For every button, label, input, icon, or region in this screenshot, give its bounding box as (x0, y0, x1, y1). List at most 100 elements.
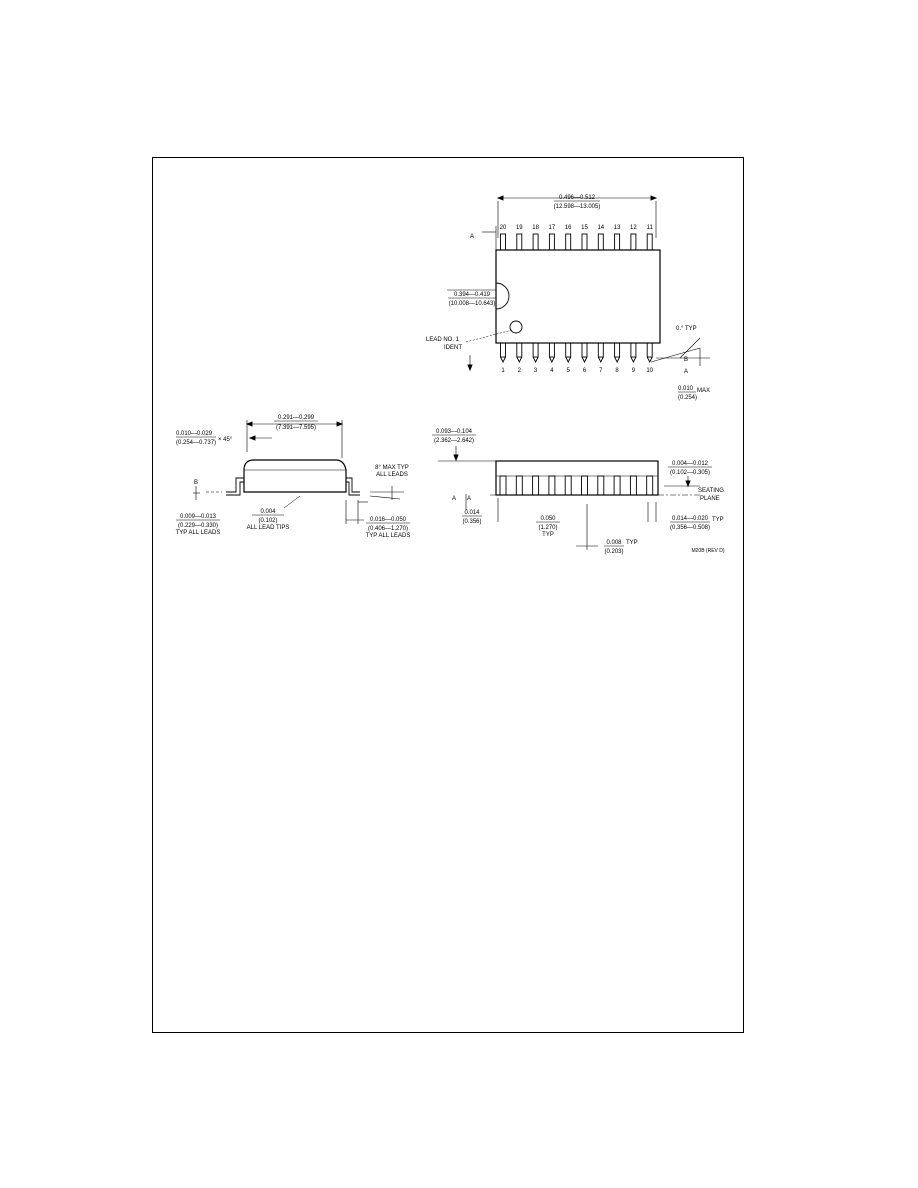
front-standoff-mm: (0.102—0.305) (670, 470, 710, 476)
top-pin-label: 12 (630, 225, 637, 231)
side-chamfer-mm: (0.254—0.737) (176, 440, 216, 446)
top-pin (548, 233, 555, 251)
front-standoff-in: 0.004—0.012 (672, 461, 709, 467)
bottom-pin-label: 5 (567, 368, 571, 374)
package-body-top (495, 249, 661, 344)
bottom-pin-tip (532, 356, 539, 364)
bottom-pin-label: 1 (501, 368, 505, 374)
bottom-pin (532, 342, 539, 358)
front-leads (499, 475, 654, 496)
top-width-dim-mm: (12.598—13.005) (554, 204, 601, 210)
bottom-pin (565, 342, 572, 358)
front-lead-w-mm: (0.356—0.508) (670, 525, 710, 531)
drawing-number: M20B (REV D) (691, 548, 724, 554)
bottom-pin-label: 7 (599, 368, 603, 374)
side-lead-tips-note: ALL LEAD TIPS (247, 525, 290, 531)
top-width-dim-in: 0.496—0.512 (559, 195, 596, 201)
top-pin (630, 233, 637, 251)
side-lead-len-note: TYP ALL LEADS (366, 533, 411, 539)
side-lead-tips-in: 0.004 (260, 509, 276, 515)
bottom-pin (630, 342, 637, 358)
front-lead (629, 475, 637, 496)
front-lead-t-in: 0.008 (606, 540, 622, 546)
side-chamfer-angle: × 45° (218, 437, 233, 443)
top-pin-label: 20 (500, 225, 507, 231)
bottom-pin-tip (597, 356, 604, 364)
bottom-pin (597, 342, 604, 358)
package-body-front (495, 460, 659, 496)
bottom-pins (500, 342, 653, 364)
top-pin (532, 233, 539, 251)
top-pin (597, 233, 604, 251)
bottom-pin (500, 342, 506, 358)
bottom-pin-tip (646, 356, 653, 364)
side-lead-len-in: 0.016—0.050 (370, 517, 407, 523)
top-body-dim-mm: (10.008—10.643) (449, 301, 496, 307)
front-view (438, 446, 700, 550)
front-lead-t-note: TYP (626, 540, 638, 546)
top-pin-label: 14 (597, 225, 604, 231)
side-width-dim-in: 0.291—0.299 (278, 415, 315, 421)
front-lead (564, 475, 572, 496)
side-bottom-dim-in: 0.009—0.013 (180, 514, 217, 520)
drawing-frame (152, 157, 744, 1033)
top-pin (565, 233, 572, 251)
bottom-pin-tip (500, 356, 506, 364)
top-pins (500, 233, 653, 251)
front-pitch-note: TYP (542, 532, 554, 538)
top-pin (581, 233, 588, 251)
top-pin-label: 18 (532, 225, 539, 231)
side-chamfer-in: 0.010—0.029 (176, 431, 213, 437)
top-max-dim-in: 0.010 (678, 386, 694, 392)
front-pitch-in: 0.050 (540, 516, 556, 522)
side-ref-b: B (194, 480, 198, 486)
front-lead-t-mm: (0.203) (604, 549, 623, 555)
front-lead-w-note: TYP (712, 517, 724, 523)
pin1-ident-line2: IDENT (444, 345, 462, 351)
top-pin (614, 233, 621, 251)
bottom-pin (614, 342, 621, 358)
front-lead-w-in: 0.014—0.020 (672, 516, 709, 522)
front-seating-line1: SEATING (698, 488, 724, 494)
bottom-pin-label: 6 (583, 368, 587, 374)
pin1-dot (509, 320, 523, 334)
side-bottom-dim-note: TYP ALL LEADS (176, 530, 221, 536)
front-height-dim-mm: (2.362—2.642) (434, 438, 474, 444)
top-ref-a: A (470, 234, 474, 240)
side-width-dim-mm: (7.391—7.595) (276, 425, 316, 431)
side-lead-len-mm: (0.406—1.270) (368, 526, 408, 532)
front-dim-min-in: 0.014 (464, 510, 480, 516)
bottom-pin-tip (516, 356, 523, 364)
side-max-angle-line1: 8° MAX TYP (375, 465, 409, 471)
front-lead (597, 475, 605, 496)
bottom-pin-label: 8 (615, 368, 619, 374)
top-pin-label: 13 (614, 225, 621, 231)
front-dim-min-mm: (0.356) (462, 519, 481, 525)
bottom-pin-tip (548, 356, 555, 364)
bottom-pin-label: 3 (534, 368, 538, 374)
bottom-pin (516, 342, 523, 358)
top-pin (516, 233, 523, 251)
side-bottom-dim-mm: (0.229—0.330) (178, 523, 218, 529)
front-lead (548, 475, 556, 496)
side-lead-tips-mm: (0.102) (258, 518, 277, 524)
top-pin-label: 19 (516, 225, 523, 231)
front-seating-line2: PLANE (700, 496, 720, 502)
bottom-pin-label: 4 (550, 368, 554, 374)
top-ref-b: B (684, 357, 688, 363)
front-ref-a-right: A (467, 496, 471, 502)
bottom-pin (646, 342, 653, 358)
bottom-pin-tip (614, 356, 621, 364)
top-max-dim-mm: (0.254) (678, 395, 697, 401)
top-pin (500, 233, 506, 251)
front-ref-a-left: A (452, 496, 456, 502)
front-lead (532, 475, 540, 496)
top-pin-label: 15 (581, 225, 588, 231)
top-ref-a2: A (684, 369, 688, 375)
bottom-pin-label: 2 (518, 368, 522, 374)
front-lead (613, 475, 621, 496)
front-height-dim-in: 0.093—0.104 (436, 429, 473, 435)
side-max-angle-line2: ALL LEADS (376, 472, 408, 478)
front-pitch-mm: (1.270) (538, 525, 557, 531)
